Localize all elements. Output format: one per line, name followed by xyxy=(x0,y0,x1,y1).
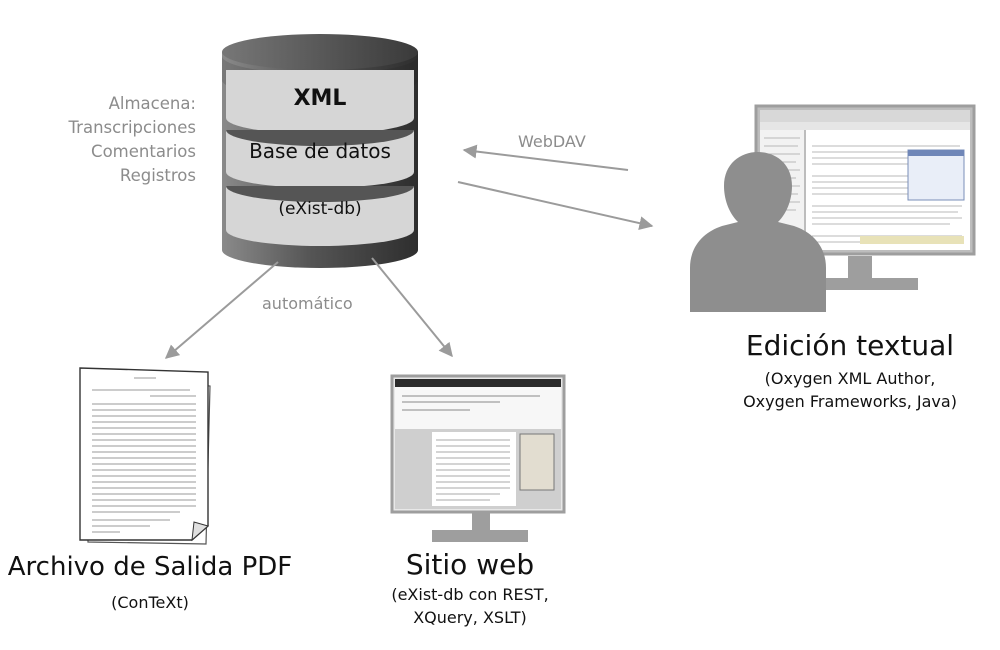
pdf-tool: (ConTeXt) xyxy=(111,593,189,612)
webdav-arrow-to-db xyxy=(462,144,629,171)
editing-tools: (Oxygen XML Author, Oxygen Frameworks, J… xyxy=(700,367,1000,413)
webdav-label: WebDAV xyxy=(518,132,586,151)
storage-item-comments: Comentarios xyxy=(91,142,196,161)
arrow-to-website xyxy=(371,257,453,358)
automatic-label: automático xyxy=(262,294,353,313)
website-tools-line-2: XQuery, XSLT) xyxy=(413,608,527,627)
editing-title: Edición textual xyxy=(745,329,955,362)
website-tools-line-1: (eXist-db con REST, xyxy=(391,585,549,604)
website-title: Sitio web xyxy=(405,548,535,581)
database-icon xyxy=(222,34,418,268)
editing-tools-line-1: (Oxygen XML Author, xyxy=(764,369,936,388)
db-layer-xml: XML xyxy=(293,86,347,111)
editing-tools-line-2: Oxygen Frameworks, Java) xyxy=(743,392,957,411)
editor-monitor-icon xyxy=(754,104,976,290)
storage-list: Almacena: Transcripciones Comentarios Re… xyxy=(20,92,196,188)
website-tools: (eXist-db con REST, XQuery, XSLT) xyxy=(345,583,595,629)
db-layer-database: Base de datos xyxy=(249,139,391,163)
storage-heading: Almacena: xyxy=(108,94,196,113)
document-icon xyxy=(79,367,211,545)
pdf-title: Archivo de Salida PDF xyxy=(7,552,293,582)
webdav-arrow-to-editor xyxy=(457,181,654,231)
db-layer-software: (eXist-db) xyxy=(278,199,362,219)
storage-item-transcriptions: Transcripciones xyxy=(68,118,196,137)
arrow-to-pdf xyxy=(164,261,279,359)
website-monitor-icon xyxy=(390,374,566,542)
storage-item-records: Registros xyxy=(119,166,196,185)
person-icon xyxy=(690,152,826,312)
